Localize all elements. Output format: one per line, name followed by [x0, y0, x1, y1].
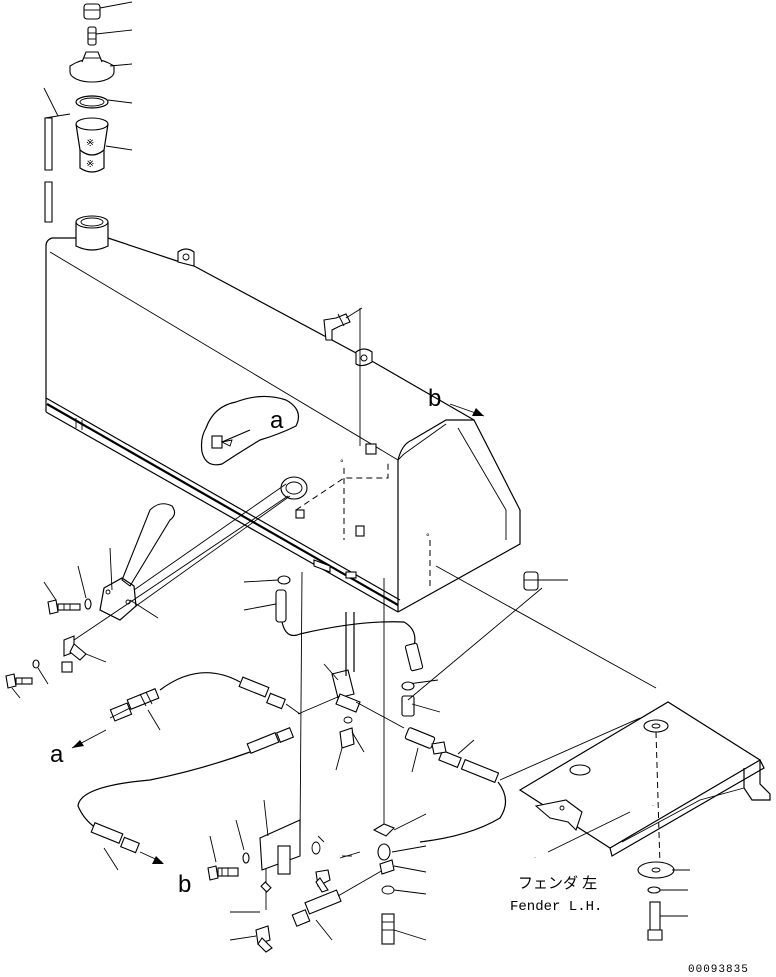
- strainer-part: ※ ※: [75, 117, 109, 173]
- cap-plug-part: [83, 3, 101, 20]
- gauge-bolt-part: [47, 599, 81, 615]
- support-bracket-part: [259, 799, 301, 875]
- fender-mount-hardware: [637, 861, 690, 941]
- fender-label-japanese: フェンダ 左: [518, 875, 597, 892]
- view-label-a-hose: a: [50, 741, 64, 768]
- vent-hose: [243, 575, 424, 672]
- dipstick-part: [44, 113, 71, 223]
- leader-lines-top: [43, 1, 133, 151]
- lower-hose-part: [291, 865, 391, 941]
- view-b-arrow: b: [428, 385, 485, 417]
- o-ring-part: [75, 95, 109, 109]
- filler-cap-part: [69, 51, 115, 83]
- hose-a: a: [50, 672, 301, 768]
- svg-text:.: .: [652, 801, 654, 808]
- lifting-eye: [177, 248, 195, 267]
- detail-a-callout: a: [200, 395, 299, 466]
- svg-text:°: °: [340, 458, 344, 468]
- drain-valve-part: [523, 571, 568, 591]
- hose-right: [419, 717, 641, 843]
- assembly-guide-lines: [265, 565, 657, 910]
- level-gauge-float: [99, 483, 291, 621]
- svg-text:°: °: [426, 532, 430, 542]
- bracket-bolt-part: [207, 819, 250, 881]
- tee-fitting-part: [297, 612, 405, 771]
- lower-elbow-part: [229, 881, 273, 953]
- valve-fitting-part: [401, 679, 447, 773]
- drawing-number: 00093835: [688, 964, 749, 976]
- elbow-connector-part: [311, 835, 361, 893]
- gauge-washer-part: [43, 565, 92, 610]
- cap-pin-part: [87, 26, 97, 46]
- fender-label-english: Fender L.H.: [510, 899, 602, 915]
- svg-text:※: ※: [86, 138, 94, 149]
- hose-clamp-part: [372, 813, 427, 945]
- level-gauge-port: [280, 476, 308, 500]
- hose-b: b: [77, 727, 295, 898]
- view-label-b-hose: b: [178, 871, 191, 898]
- elbow-fitting-part: [323, 307, 363, 446]
- hidden-lines: ° °: [295, 458, 431, 590]
- svg-text:.: .: [534, 853, 536, 860]
- view-label-b-tank: b: [428, 385, 441, 412]
- filler-neck: [75, 215, 109, 251]
- fender-lh: . .: [518, 701, 771, 867]
- lifting-eye: [355, 348, 373, 367]
- clamp-bolt-part: [5, 659, 49, 699]
- clamp-bracket-part: [61, 495, 289, 673]
- view-label-a-tank: a: [270, 407, 284, 434]
- svg-text:※: ※: [86, 159, 94, 170]
